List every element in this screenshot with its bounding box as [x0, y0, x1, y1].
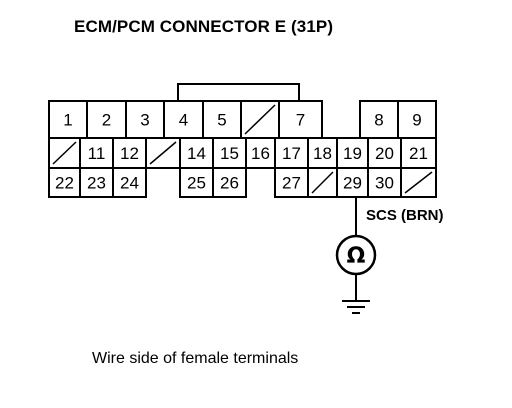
- terminal-number: 16: [251, 144, 270, 163]
- diagram-caption: Wire side of female terminals: [92, 350, 299, 367]
- terminal-number: 9: [412, 111, 421, 130]
- empty-terminal-slash: [149, 141, 177, 165]
- ground-icon: [342, 300, 370, 314]
- terminal-number: 1: [63, 111, 72, 130]
- terminal-number: 19: [343, 144, 362, 163]
- ohm-symbol: Ω: [347, 244, 366, 269]
- terminal-cell: [397, 100, 437, 139]
- empty-terminal-slash: [311, 171, 334, 194]
- terminal-cell: [274, 137, 309, 169]
- terminal-cell: [274, 167, 309, 198]
- terminal-cell: [112, 167, 147, 198]
- terminal-number: 4: [179, 111, 188, 130]
- terminal-number: 15: [220, 144, 239, 163]
- terminal-number: 7: [296, 111, 305, 130]
- terminal-number: 17: [282, 144, 301, 163]
- terminal-number: 27: [282, 174, 301, 193]
- terminal-number: 3: [140, 111, 149, 130]
- terminal-number: 25: [187, 174, 206, 193]
- signal-label: SCS (BRN): [366, 207, 444, 224]
- terminal-number: 21: [409, 144, 428, 163]
- empty-terminal-slash: [244, 104, 276, 135]
- terminal-number: 24: [120, 174, 139, 193]
- terminal-number: 14: [187, 144, 206, 163]
- terminal-number: 29: [343, 174, 362, 193]
- empty-terminal-slash: [52, 141, 77, 165]
- terminal-cell: [79, 167, 114, 198]
- terminal-number: 23: [87, 174, 106, 193]
- terminal-number: 26: [220, 174, 239, 193]
- terminal-number: 11: [88, 144, 106, 163]
- terminal-cell: [336, 167, 369, 198]
- terminal-number: 20: [375, 144, 394, 163]
- terminal-number: 30: [375, 174, 394, 193]
- diagram-title: ECM/PCM CONNECTOR E (31P): [74, 17, 334, 36]
- terminal-number: 22: [55, 174, 74, 193]
- terminal-number: 18: [313, 144, 332, 163]
- terminal-cell: [179, 137, 214, 169]
- empty-terminal-slash: [404, 171, 433, 194]
- terminal-cell: [212, 167, 247, 198]
- terminal-cell: [278, 100, 323, 139]
- terminal-number: 12: [120, 144, 139, 163]
- terminal-number: 8: [374, 111, 383, 130]
- terminal-number: 2: [102, 111, 111, 130]
- terminal-number: 5: [217, 111, 226, 130]
- terminal-cell: [336, 137, 369, 169]
- connector-latch: [177, 83, 300, 101]
